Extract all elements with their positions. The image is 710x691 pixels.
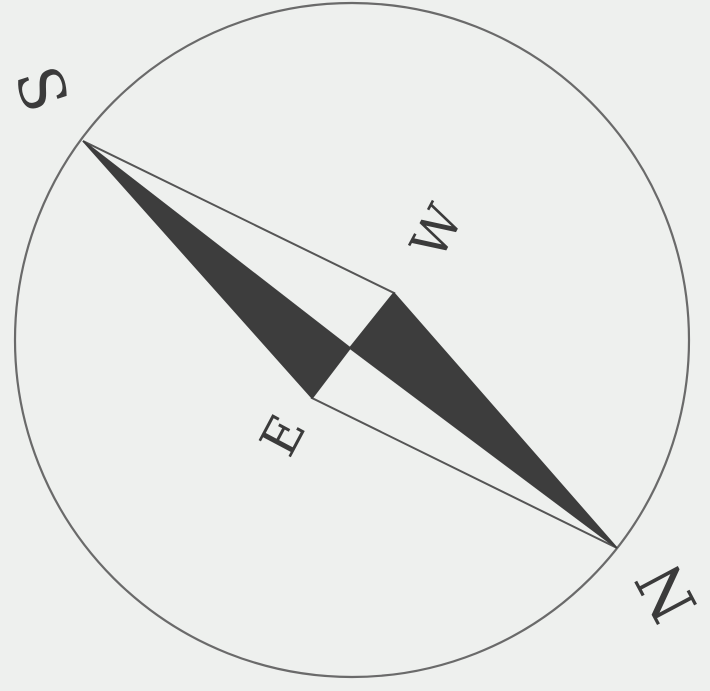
label-north: N (622, 552, 710, 634)
needle-south-dark-half (83, 141, 350, 398)
needle-south-west-outline (83, 141, 394, 348)
needle-north-dark-half (350, 293, 617, 548)
label-west: W (399, 195, 475, 268)
label-east: E (249, 406, 317, 465)
compass-ring (15, 3, 689, 677)
label-south: S (0, 57, 83, 120)
